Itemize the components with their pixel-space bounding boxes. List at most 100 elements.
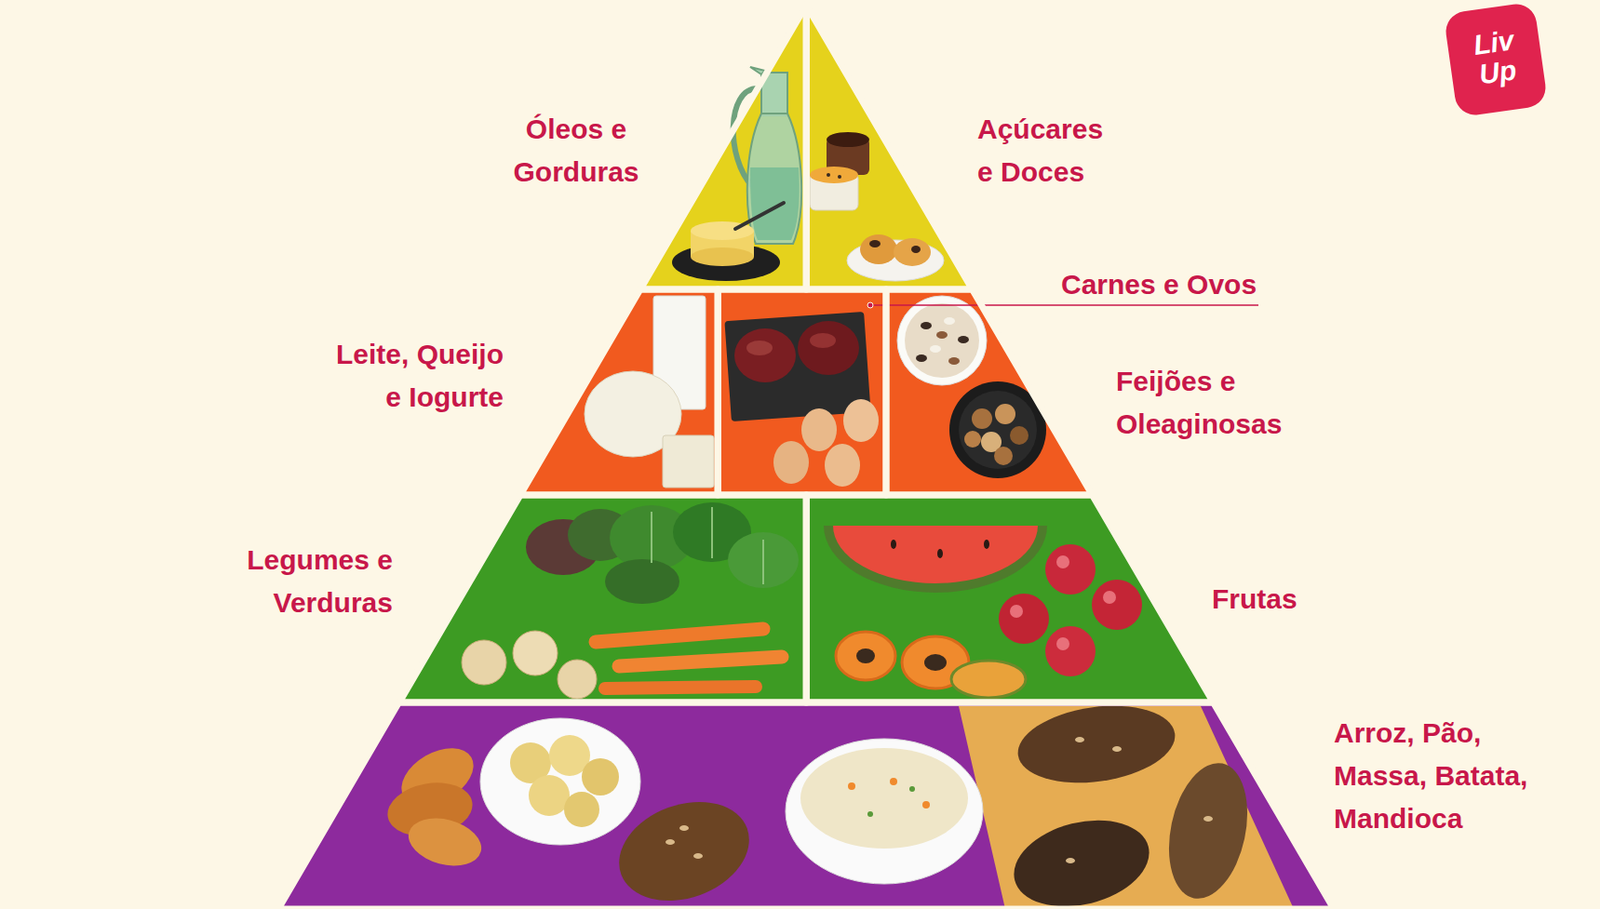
section-label: Óleos e Gorduras (506, 107, 646, 194)
meat-highlight (746, 340, 773, 356)
segment-outline (717, 289, 887, 496)
nut (971, 408, 993, 430)
segment-outline-svg (806, 4, 973, 290)
watermelon-seed (937, 549, 943, 559)
butter-plate (672, 243, 780, 282)
leader-line (870, 304, 1259, 307)
onion (557, 659, 597, 700)
meat-highlight (809, 333, 836, 349)
segment-outline-svg (886, 289, 1092, 496)
section-label: Arroz, Pão, Massa, Batata, Mandioca (1333, 712, 1558, 841)
passionfruit-seed (826, 173, 831, 177)
segment-outline-svg (399, 495, 807, 703)
watermelon-rind (823, 525, 1048, 593)
spinach (605, 559, 680, 605)
segment-outline (806, 4, 973, 290)
bean (957, 336, 969, 344)
green-tier (399, 495, 1214, 703)
bread-roll (1012, 697, 1180, 794)
rice-bowl (785, 739, 983, 885)
section-label: Frutas (1211, 578, 1361, 621)
egg (843, 399, 879, 443)
vegetables-segment: Legumes e Verduras (399, 495, 807, 703)
rice-herb (867, 811, 874, 818)
beef-medallion (734, 328, 796, 383)
yellow-tier (640, 4, 973, 290)
chocolate-chip (869, 240, 881, 248)
egg (801, 408, 837, 452)
leader-dot (867, 302, 874, 309)
passionfruit-mousse (809, 166, 859, 184)
logo-badge (1443, 1, 1549, 119)
apple (1091, 579, 1143, 631)
roasted-potato (528, 775, 570, 817)
rice-herb (909, 786, 915, 793)
apple-highlight (1009, 605, 1023, 619)
segment-outline-svg (640, 4, 807, 290)
pitcher-body (747, 113, 802, 244)
segment-outline (278, 702, 1334, 909)
bread-seed (1112, 746, 1122, 753)
watermelon-seed (983, 539, 990, 550)
brand-logo-text: Liv Up (1453, 23, 1538, 94)
small-cake (860, 234, 898, 265)
apple-highlight (1056, 555, 1070, 569)
carrot (605, 686, 756, 689)
beef-medallion (797, 321, 860, 376)
leaf-veins (651, 507, 764, 585)
carrot (618, 657, 782, 667)
meat-segment: Carnes e Ovos (717, 289, 887, 496)
orange-tier (520, 289, 1093, 496)
bread-seed (1065, 858, 1076, 864)
apple-highlight (1056, 637, 1070, 651)
roasted-potato (564, 792, 600, 828)
segment-outline-svg (520, 289, 718, 496)
oils-segment: Óleos e Gorduras (640, 4, 807, 290)
egg (824, 443, 861, 487)
bread-loaf (605, 784, 764, 909)
bean (943, 317, 955, 325)
bean-ramekin (897, 295, 987, 386)
apple-highlight (1102, 591, 1116, 605)
rice-carrot (922, 801, 930, 809)
butter-base (690, 247, 754, 267)
chocolate-chip (911, 245, 921, 254)
segment-outline-svg (717, 289, 887, 496)
segment-outline (640, 4, 807, 290)
bean (920, 322, 932, 330)
papaya-whole (951, 660, 1026, 699)
egg (773, 441, 809, 485)
bread-roll (1005, 806, 1159, 909)
sugars-segment: Açúcares e Doces (806, 4, 973, 290)
segment-outline-svg (806, 495, 1214, 703)
apple (1045, 626, 1096, 677)
bread-seed (665, 839, 675, 846)
watermelon-flesh (833, 525, 1038, 584)
rice (800, 748, 969, 849)
section-label: Açúcares e Doces (977, 107, 1117, 194)
purple-tier (278, 702, 1334, 909)
section-label: Legumes e Verduras (234, 538, 393, 625)
beans-segment: Feijões e Oleaginosas (886, 289, 1092, 496)
section-label: Carnes e Ovos (1061, 263, 1285, 307)
pitcher-oil (750, 167, 800, 241)
bean (948, 357, 960, 365)
segment-outline (520, 289, 718, 496)
chocolate-mousse (826, 132, 870, 148)
bread-seed (1203, 816, 1213, 822)
nut (994, 403, 1016, 425)
bread-roll (1156, 755, 1259, 906)
papaya-half (835, 631, 896, 681)
nut-bowl-inside (958, 390, 1037, 470)
bean (929, 345, 942, 353)
croissant-part (403, 810, 487, 874)
section-label: Leite, Queijo e Iogurte (326, 333, 504, 419)
bread-seed (679, 825, 689, 832)
bean (936, 331, 948, 339)
apple (998, 593, 1049, 645)
carrot (595, 629, 764, 643)
grains-segment: Arroz, Pão, Massa, Batata, Mandioca (278, 702, 1334, 909)
roasted-potato (581, 758, 619, 796)
passionfruit-seed (837, 174, 842, 179)
